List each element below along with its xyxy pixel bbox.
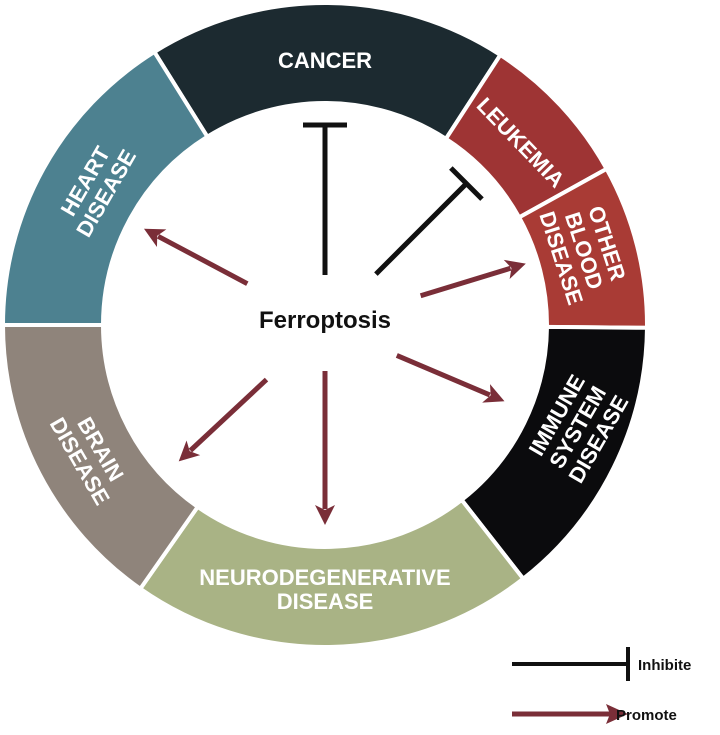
promote-arrowhead: [315, 505, 335, 525]
watermark: 知乎 @话梗: [590, 688, 680, 708]
promote-line: [156, 234, 249, 286]
promote-line: [188, 377, 269, 453]
promote-line: [395, 353, 491, 398]
promote-connector-other-blood-disease: [419, 259, 526, 299]
center-label-ferroptosis: Ferroptosis: [259, 307, 391, 334]
promote-arrowhead: [482, 384, 505, 403]
segment-neurodegenerative-disease: [137, 497, 527, 649]
label-cancer: CANCER: [278, 48, 372, 73]
promote-arrowhead: [178, 440, 201, 462]
promote-connector-immune-system-disease: [395, 353, 505, 403]
inhibit-line: [374, 181, 469, 276]
disease-ring: [0, 1, 650, 649]
inhibit-bar: [449, 166, 484, 201]
promote-arrowhead: [503, 259, 526, 280]
promote-connector-brain-disease: [178, 377, 269, 462]
promote-arrowhead: [143, 228, 167, 247]
inhibit-connector-leukemia: [374, 166, 484, 276]
legend-promote-arrowhead: [606, 704, 628, 724]
legend-inhibit-label: Inhibite: [638, 657, 691, 674]
promote-line: [419, 265, 512, 299]
promote-connector-neurodegenerative-disease: [315, 371, 335, 525]
legend: Inhibite Promote: [512, 647, 691, 724]
inhibit-connector-cancer: [303, 122, 347, 275]
connectors: [143, 122, 526, 525]
legend-promote-label: Promote: [616, 707, 677, 724]
segment-heart-disease: [0, 49, 211, 327]
promote-connector-heart-disease: [143, 228, 249, 286]
